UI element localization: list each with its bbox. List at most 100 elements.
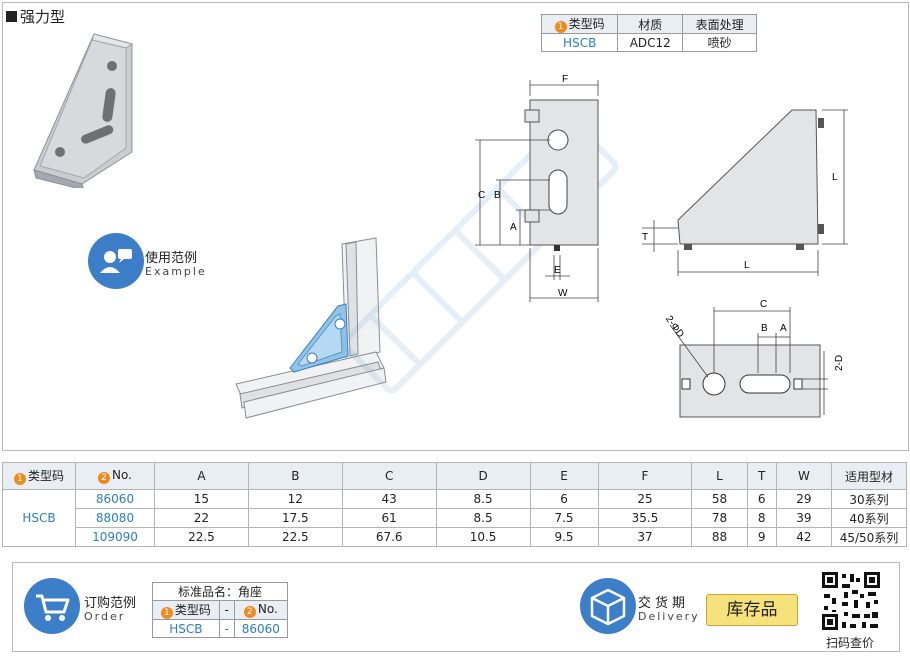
spec-header-no-label: No. [112,468,132,482]
spec-cell: 6 [746,489,777,509]
spec-cell: 7.5 [529,508,599,528]
spec-cell: 22 [154,508,249,528]
product-photo [33,33,134,188]
dim-front-E: E [554,265,561,276]
dim-side-T: T [642,232,648,243]
dim-bottom-B: B [761,323,768,334]
mini-header-material: 材质 [617,14,684,34]
order-header-type-label: 类型码 [174,603,211,617]
spec-cell: 67.6 [341,527,437,547]
spec-cell-no[interactable]: 109090 [75,527,155,547]
spec-cell: 29 [775,489,833,509]
title-text: 强力型 [20,8,66,26]
spec-cell: 35.5 [597,508,693,528]
title-square-icon [6,11,17,22]
dim-front-B: B [494,190,501,201]
order-label-en: Order [84,610,126,623]
mini-header-type-label: 类型码 [568,17,605,31]
spec-cell: 12 [247,489,343,509]
spec-cell: 9 [746,527,777,547]
spec-cell: 9.5 [529,527,599,547]
usage-example-drawing [235,237,387,419]
spec-header-B: B [247,462,343,490]
dim-front-C: C [478,190,485,201]
dim-bottom-2D: 2-D [834,355,845,371]
front-view-drawing: F C B A E W [475,74,599,302]
bottom-view-drawing: C B A 2-D 2-ΦD [663,299,845,418]
example-label: 使用范例 [145,251,198,266]
badge-1-icon: 1 [554,21,567,33]
mini-cell-type[interactable]: HSCB [540,33,619,52]
cart-icon [24,578,80,634]
mini-cell-material: ADC12 [617,33,684,52]
spec-cell: 8.5 [435,489,531,509]
spec-cell: 37 [597,527,693,547]
qr-label: 扫码查价 [826,636,875,650]
spec-cell: 58 [691,489,748,509]
spec-header-D: D [435,462,531,490]
spec-cell: 8 [746,508,777,528]
order-label: 订购范例 [84,596,137,611]
example-icon [88,233,144,289]
badge-2-icon: 2 [98,472,111,484]
spec-header-F: F [597,462,693,490]
spec-cell: 6 [529,489,599,509]
dim-bottom-phiD: 2-ΦD [663,314,686,340]
dim-front-A: A [510,222,517,233]
dim-side-L-vertical: L [832,172,838,183]
dim-front-F: F [562,74,568,85]
spec-cell: 88 [691,527,748,547]
badge-2-icon: 2 [243,606,256,618]
spec-cell-profile: 45/50系列 [831,527,907,547]
dim-side-L-horizontal: L [744,260,750,271]
spec-header-A: A [154,462,249,490]
spec-header-profile: 适用型材 [831,462,907,490]
spec-cell: 22.5 [247,527,343,547]
order-cell-no: 86060 [233,619,289,638]
spec-cell-type: HSCB [2,489,76,547]
spec-cell: 43 [341,489,437,509]
side-view-drawing: L T L [642,109,848,276]
spec-cell-profile: 40系列 [831,508,907,528]
mini-cell-surface: 喷砂 [682,33,757,52]
mini-header-surface: 表面处理 [682,14,757,34]
spec-cell-no[interactable]: 86060 [75,489,155,509]
spec-cell-no[interactable]: 88080 [75,508,155,528]
badge-1-icon: 1 [160,607,173,619]
delivery-box-icon [580,578,636,634]
spec-cell: 61 [341,508,437,528]
dim-front-W: W [558,288,568,299]
spec-cell: 15 [154,489,249,509]
spec-header-W: W [775,462,833,490]
dim-bottom-A: A [780,323,787,334]
order-header-no-label: No. [257,602,278,616]
table-row: HSCB 86060 15 12 43 8.5 6 25 58 6 29 30系… [2,489,907,547]
order-cell-dash: - [218,619,235,638]
spec-cell: 22.5 [154,527,249,547]
spec-header-L: L [691,462,748,490]
spec-cell: 25 [597,489,693,509]
order-header-dash: - [218,600,235,620]
order-footer [12,562,900,652]
spec-header-T: T [746,462,777,490]
spec-header-E: E [529,462,599,490]
spec-cell: 78 [691,508,748,528]
qr-code-icon[interactable] [820,570,882,632]
table-row: 109090 22.5 22.5 67.6 10.5 9.5 37 88 9 4… [3,527,907,547]
example-label-en: Example [145,265,207,278]
delivery-label-en: Delivery [638,610,700,623]
spec-header-type-label: 类型码 [27,469,64,483]
badge-1-icon: 1 [13,473,26,485]
dim-bottom-C: C [760,299,767,310]
page-title: 强力型 [6,6,65,27]
spec-cell: 42 [775,527,833,547]
order-cell-type: HSCB [152,619,220,638]
spec-cell: 8.5 [435,508,531,528]
